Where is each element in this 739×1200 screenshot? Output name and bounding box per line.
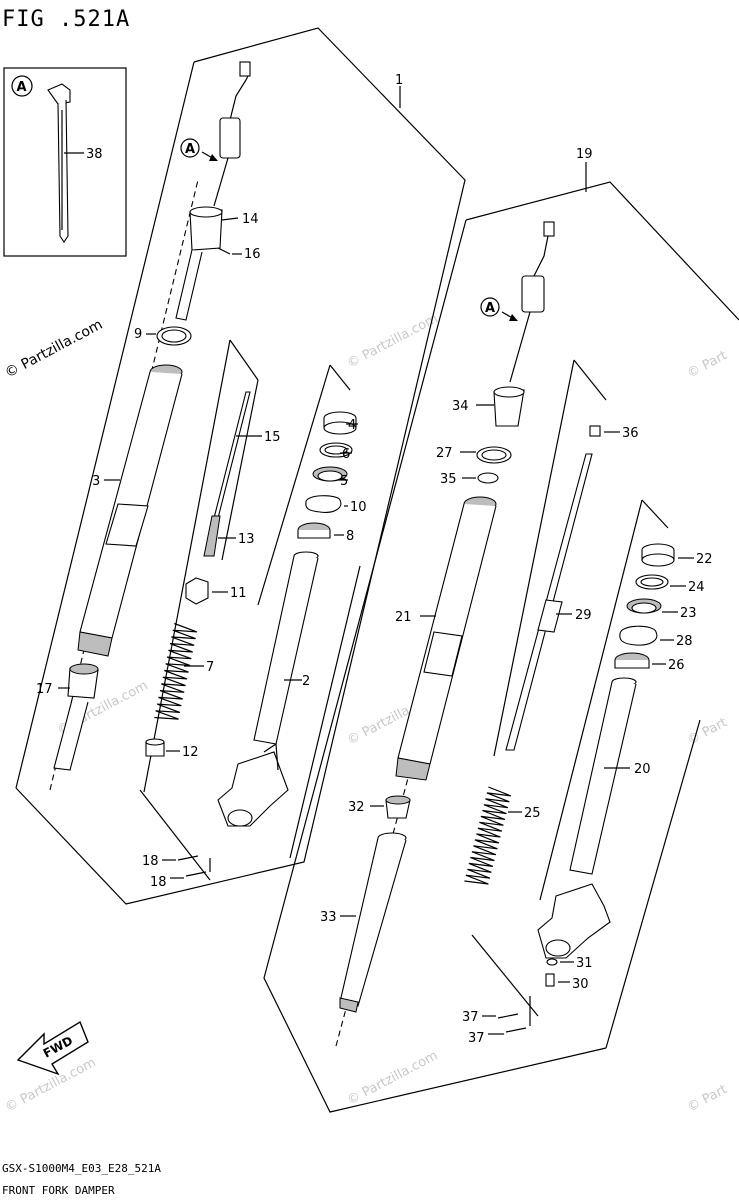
watermark-right-bottom: © Part [685, 1082, 730, 1115]
part-21-outer-tube: 21 [395, 496, 497, 781]
label-27: 27 [436, 446, 453, 461]
label-5: 5 [340, 474, 348, 489]
part-7-spring: 7 [154, 622, 214, 720]
left-damper-rod [175, 249, 203, 321]
label-9: 9 [134, 327, 142, 342]
label-36: 36 [622, 426, 639, 441]
part-12-collar: 12 [145, 738, 199, 760]
inset-marker-circle [11, 75, 33, 97]
watermark-right-mid: © Part [685, 715, 730, 748]
part-20-inner-tube: 20 [537, 677, 651, 959]
label-16: 16 [244, 247, 261, 262]
part-26-bushing: 26 [614, 652, 685, 673]
watermark-main: © Partzilla.com [2, 317, 105, 382]
part-10-clip: 10 [305, 495, 367, 515]
part-28-clip: 28 [619, 625, 693, 649]
part-16-bolt: 16 [217, 247, 261, 262]
part-24-seal: 24 [635, 574, 705, 595]
part-3-outer-tube: 3 [77, 364, 183, 657]
label-7: 7 [206, 660, 214, 675]
label-24: 24 [688, 580, 705, 595]
part-32-bushing: 32 [348, 795, 411, 819]
label-18a: 18 [142, 854, 159, 869]
part-18-bolts: 18 18 [142, 854, 211, 890]
label-8: 8 [346, 529, 354, 544]
label-20: 20 [634, 762, 651, 777]
label-35: 35 [440, 472, 457, 487]
part-6-seal: 6 [319, 442, 353, 462]
label-3: 3 [92, 474, 100, 489]
part-27-oring: 27 [436, 446, 512, 464]
inset-frame [3, 67, 127, 257]
label-13: 13 [238, 532, 255, 547]
part-36-nut: 36 [589, 425, 639, 441]
part-11-nut: 11 [185, 577, 247, 605]
part-25-spring: 25 [464, 786, 541, 885]
left-assembly-outline: 1 [15, 27, 466, 905]
ref-a-left-circle [180, 138, 200, 158]
right-axle-bracket [537, 883, 611, 959]
label-38: 38 [86, 147, 103, 162]
figure-title: FIG .521A [2, 7, 130, 32]
part-22-ring: 22 [641, 543, 713, 567]
part-34-adjuster: 34 A [452, 221, 555, 427]
part-30-bolt: 30 [545, 973, 589, 992]
part-15-rod: 15 [211, 391, 281, 527]
part-17-bushing: 17 [36, 663, 99, 771]
label-21: 21 [395, 610, 412, 625]
label-25: 25 [524, 806, 541, 821]
label-29: 29 [575, 608, 592, 623]
cable-tie-38 [47, 83, 71, 243]
right-assembly-outline: 19 [263, 147, 739, 1113]
part-13-spring-guide: 13 [203, 515, 255, 557]
label-4: 4 [348, 418, 356, 433]
label-17: 17 [36, 682, 53, 697]
label-23: 23 [680, 606, 697, 621]
part-4-ring: 4 [323, 411, 358, 435]
ref-a-left-label: A [185, 142, 195, 157]
label-19: 19 [576, 147, 593, 162]
part-5-ring: 5 [312, 466, 348, 489]
label-10: 10 [350, 500, 367, 515]
part-14-adjuster: 14 A [180, 61, 259, 251]
part-31-washer: 31 [546, 956, 593, 971]
part-33-inner-tube: 33 [320, 832, 407, 1013]
label-37b: 37 [468, 1031, 485, 1046]
label-14: 14 [242, 212, 259, 227]
label-11: 11 [230, 586, 247, 601]
label-28: 28 [676, 634, 693, 649]
part-2-inner-tube: 2 [217, 551, 319, 827]
label-2: 2 [302, 674, 310, 689]
label-32: 32 [348, 800, 365, 815]
label-31: 31 [576, 956, 593, 971]
watermark-right-top: © Part [685, 348, 730, 381]
label-33: 33 [320, 910, 337, 925]
part-23-ring: 23 [626, 598, 697, 621]
part-35-ring: 35 [440, 472, 499, 487]
ref-a-right-circle [480, 297, 500, 317]
label-6: 6 [342, 447, 350, 462]
label-22: 22 [696, 552, 713, 567]
part-9-oring: 9 [134, 326, 192, 346]
label-1: 1 [395, 73, 403, 88]
watermark-center-bottom: © Partzilla.com [345, 1048, 441, 1108]
inset-a: A 38 [3, 67, 127, 257]
watermark-center-top: © Partzilla.com [345, 311, 441, 371]
label-26: 26 [668, 658, 685, 673]
ref-a-right-label: A [485, 301, 495, 316]
label-34: 34 [452, 399, 469, 414]
label-37a: 37 [462, 1010, 479, 1025]
label-15: 15 [264, 430, 281, 445]
figure-caption: FRONT FORK DAMPER [2, 1184, 115, 1197]
label-30: 30 [572, 977, 589, 992]
part-8-bushing: 8 [297, 522, 354, 544]
label-18b: 18 [150, 875, 167, 890]
part-37-bolts: 37 37 [462, 996, 531, 1046]
inset-marker-label: A [17, 80, 27, 95]
model-code: GSX-S1000M4_E03_E28_521A [2, 1162, 161, 1175]
part-29-rod: 29 [505, 453, 593, 751]
label-12: 12 [182, 745, 199, 760]
